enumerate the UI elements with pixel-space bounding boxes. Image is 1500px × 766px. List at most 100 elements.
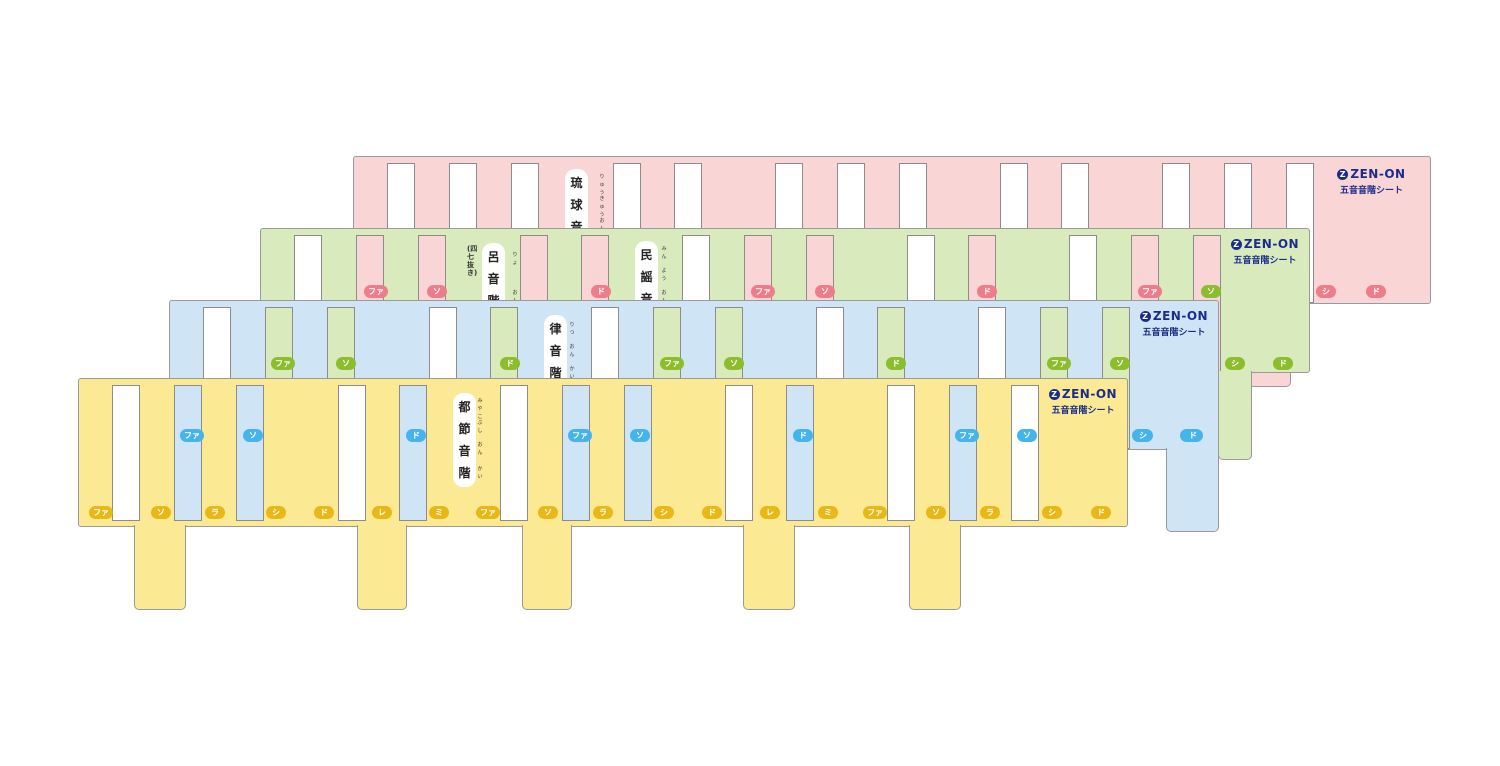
note-label: ド [702, 506, 722, 519]
note-label: ド [1273, 357, 1293, 370]
note-label: ファ [180, 429, 204, 442]
title-ruby: おん [477, 442, 483, 456]
note-label: ド [500, 357, 520, 370]
note-label: ファ [751, 285, 775, 298]
miyakobushi-scale-title: 都 節 音 階 [453, 393, 476, 487]
note-label: ラ [980, 506, 1000, 519]
brand-name: ZEN-ON [1152, 309, 1209, 323]
note-label: ラ [205, 506, 225, 519]
sheet-tab [909, 525, 961, 610]
key-slot [725, 385, 753, 521]
note-label: シ [1225, 357, 1245, 370]
sheet-tab [1218, 371, 1252, 460]
ro-scale-title: 呂 音 階 [482, 243, 505, 315]
note-label: シ [266, 506, 286, 519]
note-label: ド [793, 429, 813, 442]
key-slot [399, 385, 427, 521]
note-label: ド [977, 285, 997, 298]
brand-name: ZEN-ON [1243, 237, 1300, 251]
note-label: ソ [1017, 429, 1037, 442]
title-ruby: ぶし [477, 420, 483, 434]
sheet-tab [357, 525, 407, 610]
title-ruby: みん [661, 246, 667, 260]
title-ruby: りゅう [599, 174, 605, 196]
brand-subtitle: 五音音階シート [1051, 406, 1115, 416]
zen-on-z-icon: Z [1048, 389, 1060, 400]
ro-scale-note: (四七抜き) [467, 245, 478, 277]
note-label: ド [1091, 506, 1111, 519]
title-ruby: よう [661, 268, 667, 282]
note-label: シ [654, 506, 674, 519]
title-ruby: みやこ [477, 398, 483, 420]
brand-name: ZEN-ON [1061, 387, 1118, 401]
note-label: ファ [271, 357, 295, 370]
note-label: ソ [1201, 285, 1221, 298]
title-ruby: おん [569, 344, 575, 358]
note-label: ソ [1110, 357, 1130, 370]
note-label: レ [372, 506, 392, 519]
sheet-tab [1166, 448, 1219, 532]
note-label: ミ [429, 506, 449, 519]
note-label: ファ [364, 285, 388, 298]
key-slot [500, 385, 528, 521]
note-label: ミ [818, 506, 838, 519]
note-label: ド [314, 506, 334, 519]
note-label: シ [1133, 429, 1153, 442]
note-label: シ [1042, 506, 1062, 519]
sheet-tab [743, 525, 795, 610]
note-label: ソ [815, 285, 835, 298]
note-label: ソ [926, 506, 946, 519]
key-slot [1011, 385, 1039, 521]
brand-subtitle: 五音音階シート [1233, 256, 1297, 266]
title-ruby: りつ [569, 322, 575, 336]
sheet-tab [522, 525, 572, 610]
note-label: ラ [593, 506, 613, 519]
key-slot [624, 385, 652, 521]
miyakobushi-scale-sheet: 都 節 音 階 みやこ ぶし おん かい ファ ソ ド ファ ソ ド ファ ソ … [78, 378, 1203, 527]
note-label: シ [1316, 285, 1336, 298]
note-label: ソ [630, 429, 650, 442]
note-label: ド [1183, 429, 1203, 442]
note-label: ファ [1047, 357, 1071, 370]
note-label: ソ [243, 429, 263, 442]
note-label: ファ [476, 506, 500, 519]
key-slot [112, 385, 140, 521]
note-label: ファ [955, 429, 979, 442]
note-label: ソ [336, 357, 356, 370]
note-label: ファ [568, 429, 592, 442]
note-label: ド [886, 357, 906, 370]
key-slot [562, 385, 590, 521]
title-ruby: かい [477, 466, 483, 480]
note-label: ド [591, 285, 611, 298]
title-ruby: りょ [512, 252, 518, 266]
key-slot [338, 385, 366, 521]
key-slot [174, 385, 202, 521]
zen-on-z-icon: Z [1337, 169, 1349, 180]
zen-on-z-icon: Z [1139, 311, 1151, 322]
note-label: ド [1366, 285, 1386, 298]
note-label: ソ [151, 506, 171, 519]
key-slot [949, 385, 977, 521]
ritsu-scale-title: 律 音 階 [544, 315, 567, 387]
note-label: ファ [863, 506, 887, 519]
note-label: レ [760, 506, 780, 519]
key-slot [786, 385, 814, 521]
note-label: ソ [427, 285, 447, 298]
note-label: ファ [89, 506, 113, 519]
title-ruby: かい [569, 366, 575, 380]
note-label: ファ [1138, 285, 1162, 298]
brand-subtitle: 五音音階シート [1142, 328, 1206, 338]
key-slot [887, 385, 915, 521]
key-slot [236, 385, 264, 521]
note-label: ファ [660, 357, 684, 370]
brand-subtitle: 五音音階シート [1339, 186, 1403, 196]
note-label: ソ [538, 506, 558, 519]
title-ruby: きゅう [599, 196, 605, 218]
zen-on-z-icon: Z [1230, 239, 1242, 250]
note-label: ソ [724, 357, 744, 370]
sheet-tab [134, 525, 186, 610]
